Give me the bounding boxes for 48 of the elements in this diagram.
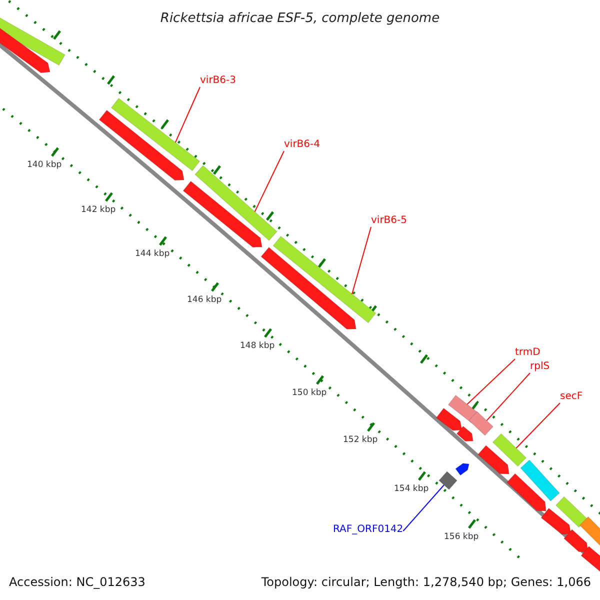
- gene-block: [436, 408, 462, 431]
- gene-label: rplS: [530, 361, 550, 373]
- gene-bar: [110, 98, 200, 172]
- gene-diamond: [438, 471, 458, 490]
- scale-label: 150 kbp: [292, 388, 327, 398]
- gene-bar: [579, 516, 600, 548]
- gene-block: [456, 426, 474, 442]
- leader-line: [402, 484, 444, 532]
- gene-bar: [194, 165, 278, 241]
- leader-line: [486, 372, 530, 422]
- gene-bar: [468, 411, 494, 436]
- scale-label: 148 kbp: [240, 341, 275, 351]
- leader-line: [352, 226, 372, 295]
- gene-bar: [520, 460, 560, 502]
- gene-block: [564, 529, 588, 552]
- leader-line: [466, 358, 516, 405]
- gene-block: [580, 546, 600, 572]
- leader-line: [174, 86, 200, 143]
- scale-label: 146 kbp: [187, 295, 222, 305]
- gene-bar: [555, 496, 588, 528]
- leader-line: [516, 402, 560, 449]
- gene-label: virB6-3: [200, 75, 236, 87]
- gene-label: virB6-5: [371, 215, 408, 227]
- leader-line: [254, 150, 284, 212]
- gene-block: [506, 473, 546, 512]
- gene-bar: [0, 16, 66, 66]
- accession-text: Accession: NC_012633: [9, 574, 146, 591]
- title: Rickettsia africae ESF-5, complete genome: [159, 10, 441, 28]
- gene-block: [260, 246, 356, 330]
- scale-label: 144 kbp: [135, 249, 170, 259]
- gene-block: [478, 445, 510, 474]
- scale-label: 154 kbp: [394, 484, 429, 494]
- scale-label: 152 kbp: [343, 435, 378, 445]
- gene-block: [540, 508, 572, 535]
- genome-stats-text: Topology: circular; Length: 1,278,540 bp; Genes: 1,066: [261, 574, 591, 591]
- gene-label: secF: [560, 391, 583, 403]
- gene-block: [455, 463, 470, 476]
- gene-label: virB6-4: [284, 139, 320, 151]
- gene-block: [182, 180, 262, 248]
- gene-block: [98, 110, 184, 181]
- scale-label: 156 kbp: [444, 532, 479, 542]
- gene-bar: [492, 433, 527, 467]
- gene-label: trmD: [515, 347, 540, 359]
- scale-label: 140 kbp: [27, 160, 62, 170]
- gene-label: RAF_ORF0142: [333, 524, 404, 536]
- gene-bar: [272, 236, 376, 324]
- scale-label: 142 kbp: [81, 205, 116, 215]
- gene-block: [0, 26, 50, 73]
